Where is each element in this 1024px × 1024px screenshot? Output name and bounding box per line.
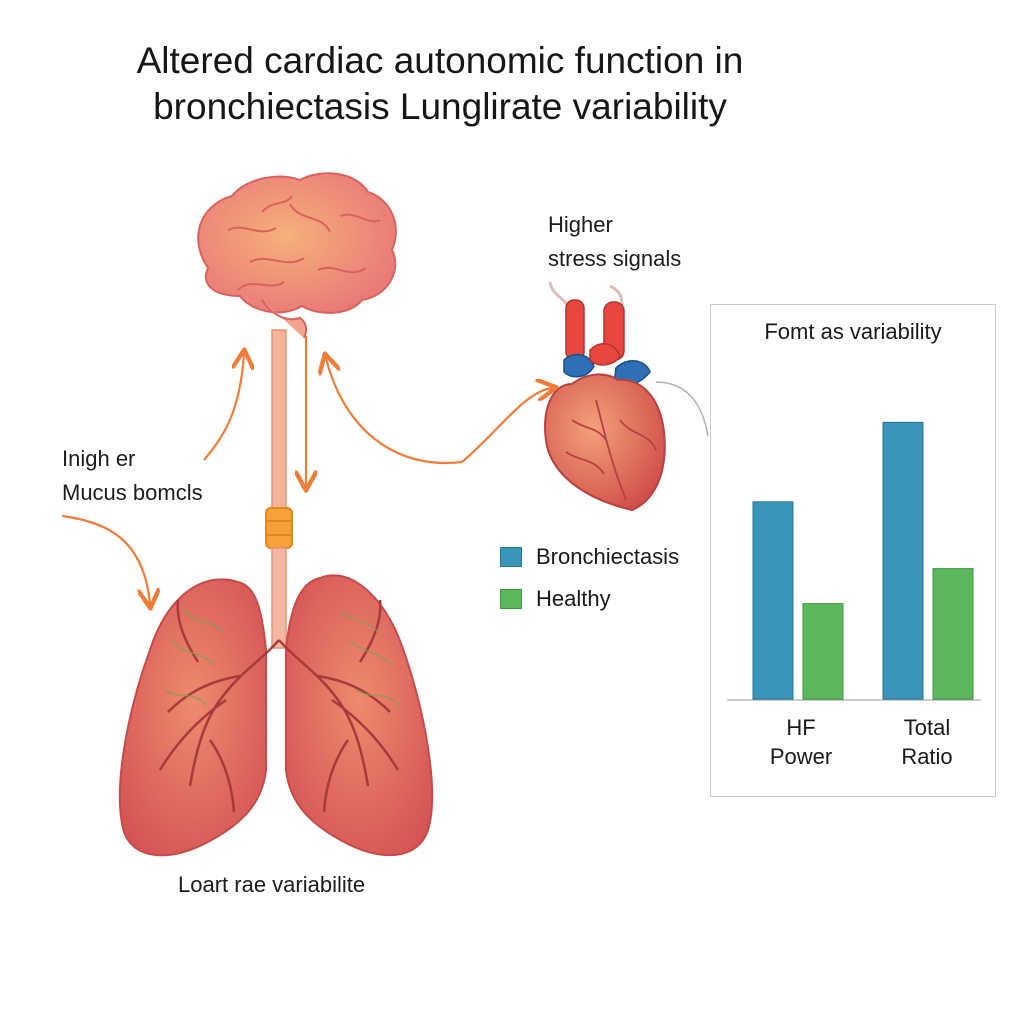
chart-title: Fomt as variability — [764, 319, 942, 344]
lungs-icon — [118, 574, 434, 857]
arrows — [61, 336, 552, 604]
diagram-title: Altered cardiac autonomic function in br… — [0, 38, 880, 130]
trachea — [271, 547, 287, 649]
arrow-to-lungs — [61, 514, 150, 604]
connector-band — [265, 507, 293, 549]
lungs-bottom-label-text: Loart rae variabilite — [178, 872, 366, 897]
category-label-hf: HF — [786, 715, 816, 740]
title-line-1: Altered cardiac autonomic function in — [136, 40, 744, 81]
arrow-to-brain-left — [203, 354, 244, 461]
heart-top-label-line-1: Higher — [548, 212, 613, 237]
lungs-bottom-label: Loart rae variabilite — [178, 868, 365, 902]
brain-icon — [197, 172, 397, 339]
bar-chart-panel: Fomt as variability HF Power Total Ratio — [710, 304, 996, 797]
category-label-total-ratio: Total Ratio — [867, 713, 987, 771]
category-label-ratio: Ratio — [901, 744, 953, 769]
legend-label-bronchiectasis: Bronchiectasis — [536, 544, 680, 569]
category-label-power: Power — [769, 744, 833, 769]
chart-legend: Bronchiectasis Healthy — [500, 536, 679, 620]
heart-top-label: Higher stress signals — [548, 208, 681, 276]
brain-left-label-line-2: Mucus bomcls — [62, 480, 203, 505]
arrow-to-heart — [461, 388, 552, 463]
brain-left-label: Inigh er Mucus bomcls — [62, 442, 203, 510]
bar-bronchiectasis-total — [882, 421, 924, 700]
arrow-heart-to-brain — [326, 358, 463, 465]
bar-chart — [727, 421, 981, 701]
category-label-total: Total — [903, 715, 951, 740]
legend-label-healthy: Healthy — [536, 586, 611, 611]
bar-healthy-total — [932, 568, 974, 700]
bar-bronchiectasis-hf — [752, 501, 794, 700]
bar-healthy-hf — [802, 603, 844, 700]
legend-item-bronchiectasis: Bronchiectasis — [500, 536, 679, 578]
legend-item-healthy: Healthy — [500, 578, 679, 620]
heart-icon — [544, 281, 666, 512]
brain-left-label-line-1: Inigh er — [62, 446, 136, 471]
legend-swatch-healthy — [500, 589, 522, 609]
category-label-hf-power: HF Power — [741, 713, 861, 771]
heart-chart-connector — [655, 381, 709, 437]
spinal-cord — [271, 329, 287, 511]
title-line-2: bronchiectasis Lunglirate variability — [153, 86, 727, 127]
legend-swatch-bronchiectasis — [500, 547, 522, 567]
heart-top-label-line-2: stress signals — [548, 246, 682, 271]
